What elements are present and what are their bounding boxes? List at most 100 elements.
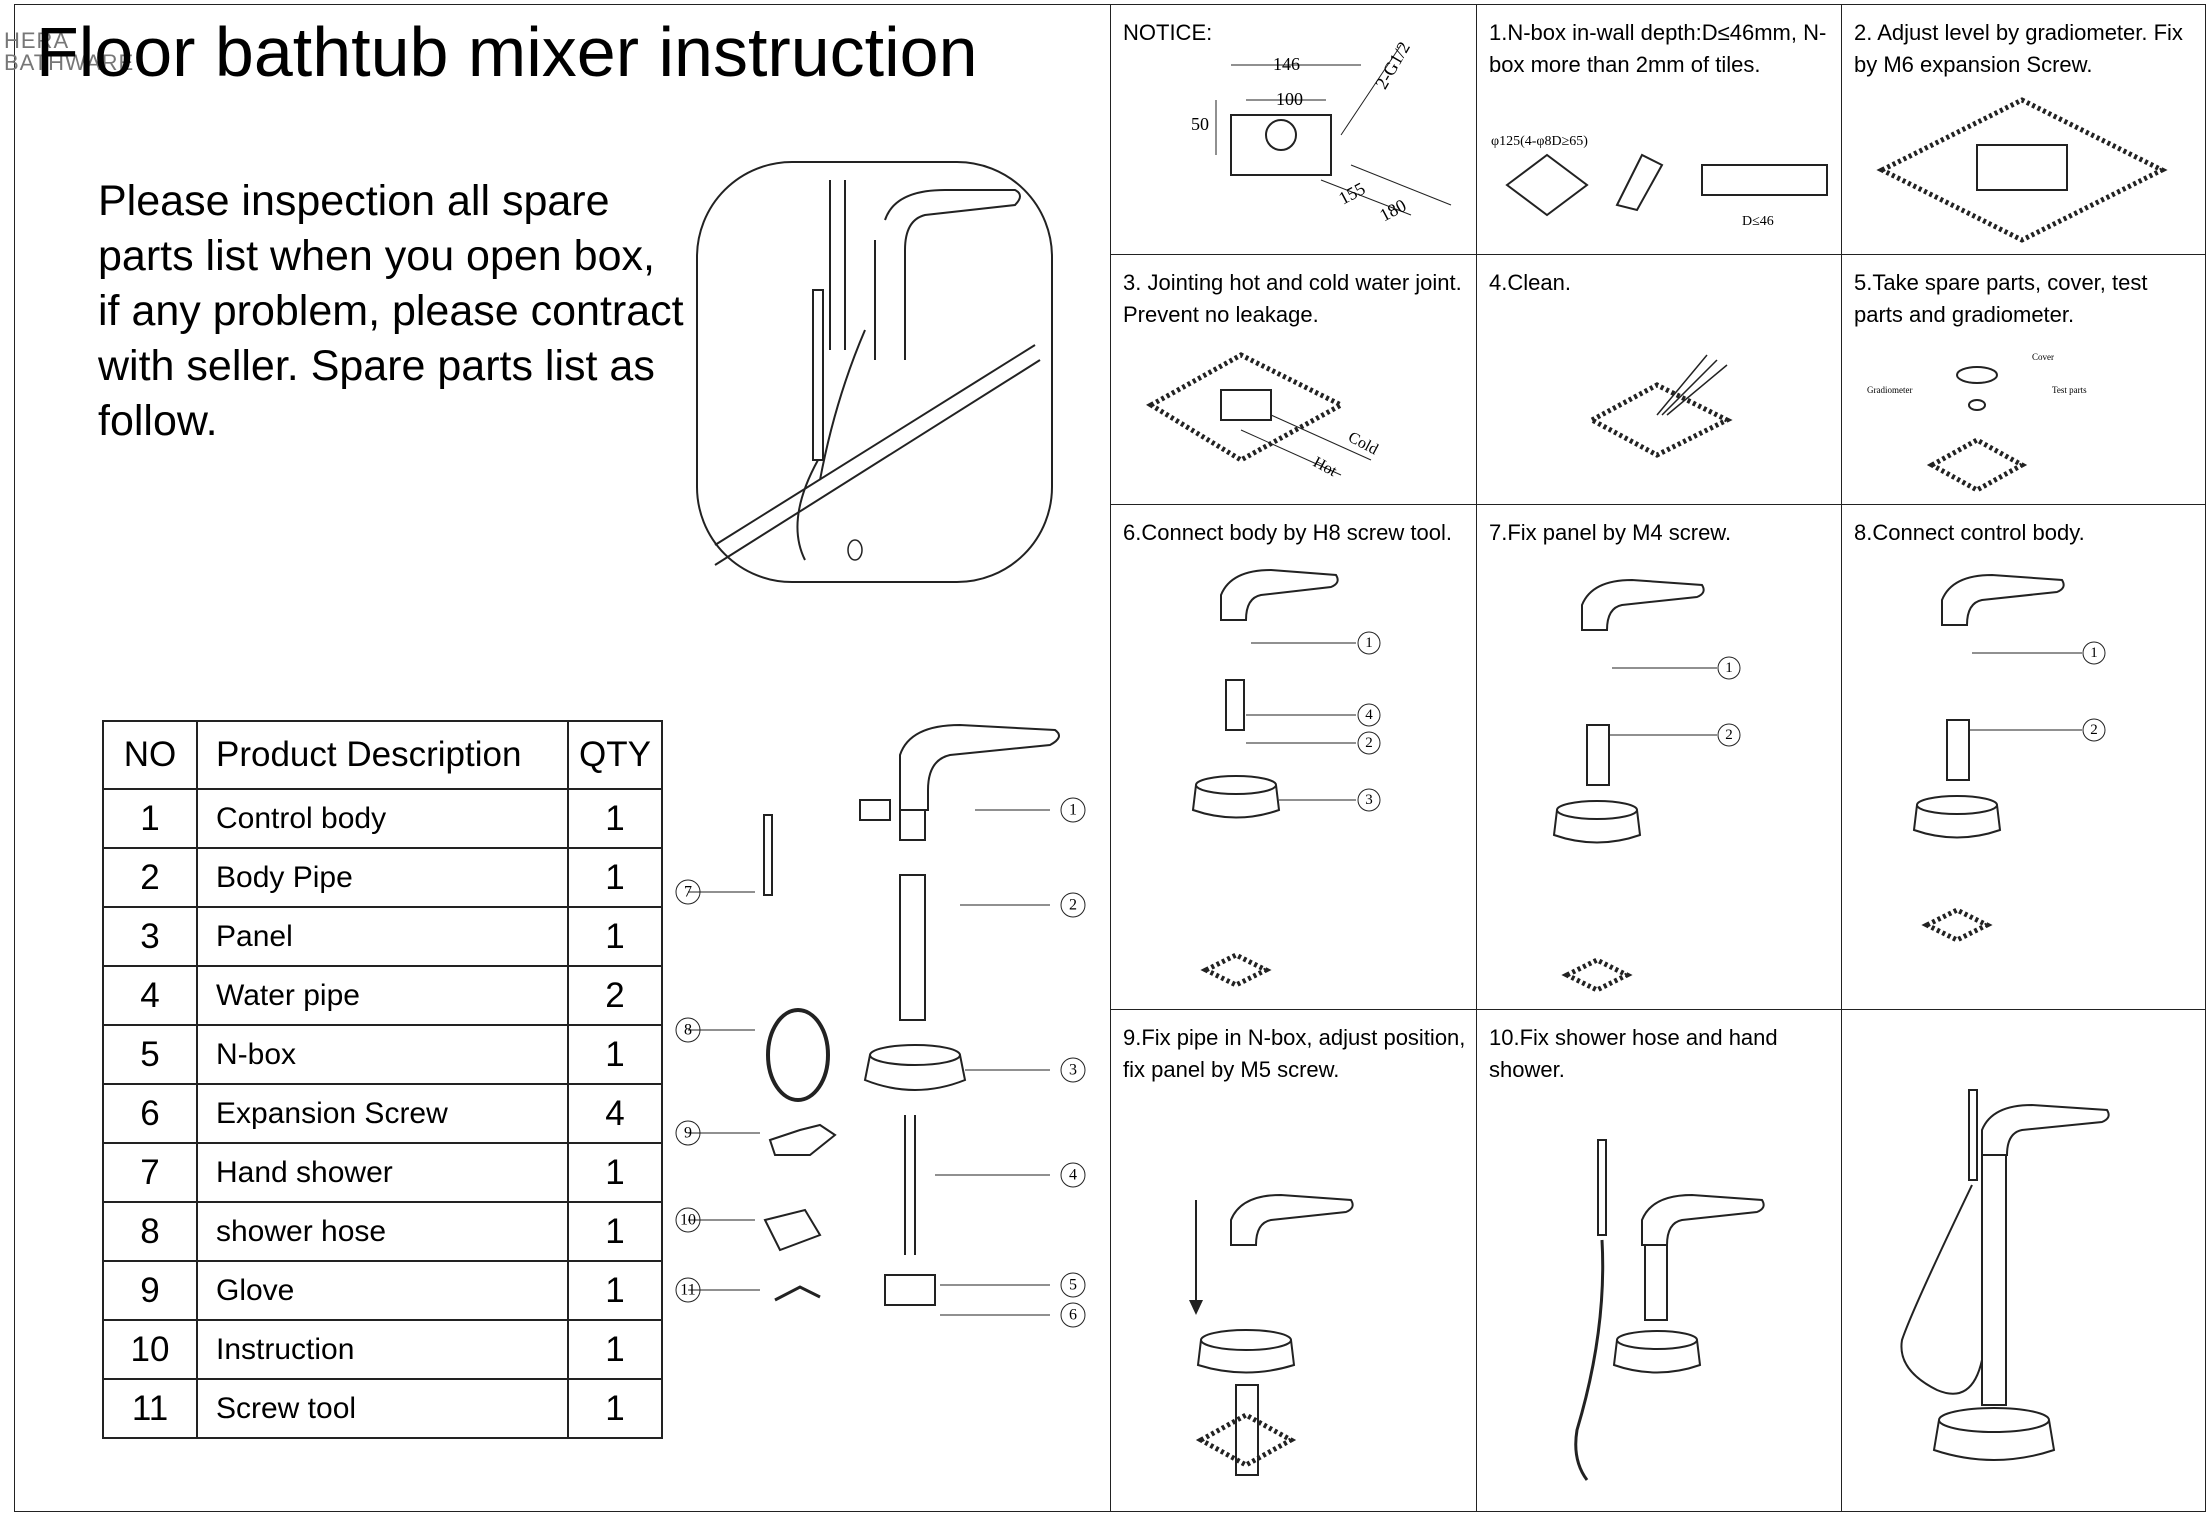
- callout-1: 1: [1069, 802, 1077, 819]
- step-6-callout-2: 2: [1365, 735, 1373, 751]
- intro-text: Please inspection all spare parts list w…: [98, 177, 684, 445]
- callout-9: 9: [684, 1125, 692, 1142]
- row-no: 10: [102, 1319, 198, 1380]
- row-description: Expansion Screw: [196, 1083, 569, 1144]
- step-6-callout-1: 1: [1365, 635, 1373, 651]
- step-9-cell: 9.Fix pipe in N-box, adjust position, fi…: [1110, 1009, 1476, 1512]
- step-5-cell: 5.Take spare parts, cover, test parts an…: [1841, 254, 2206, 504]
- table-header-row: NO Product Description QTY: [102, 720, 663, 790]
- callout-2: 2: [1069, 897, 1077, 914]
- brand-logo: HERA BATHWARE: [4, 30, 134, 74]
- row-no: 9: [102, 1260, 198, 1321]
- row-qty: 1: [567, 1201, 663, 1262]
- step-4-cell: 4.Clean.: [1476, 254, 1841, 504]
- step-9-text: 9.Fix pipe in N-box, adjust position, fi…: [1123, 1025, 1466, 1082]
- row-qty: 1: [567, 788, 663, 849]
- row-qty: 2: [567, 965, 663, 1026]
- step-10-text: 10.Fix shower hose and hand shower.: [1489, 1025, 1778, 1082]
- row-description: Water pipe: [196, 965, 569, 1026]
- final-installed-cell: [1841, 1009, 2206, 1512]
- step-4-text: 4.Clean.: [1489, 270, 1571, 295]
- callout-8: 8: [684, 1022, 692, 1039]
- row-no: 11: [102, 1378, 198, 1439]
- page-title: Floor bathtub mixer instruction: [36, 13, 978, 91]
- header-no: NO: [102, 720, 198, 790]
- row-description: Body Pipe: [196, 847, 569, 908]
- dim-thread: 2-G1/2: [1371, 38, 1414, 92]
- row-qty: 1: [567, 1260, 663, 1321]
- step-8-callout-2: 2: [2090, 722, 2098, 738]
- step-3-cell: 3. Jointing hot and cold water joint. Pr…: [1110, 254, 1476, 504]
- row-qty: 1: [567, 1378, 663, 1439]
- row-no: 4: [102, 965, 198, 1026]
- row-qty: 1: [567, 1024, 663, 1085]
- step-3-drawing: Cold Hot: [1146, 352, 1381, 480]
- step-3-text: 3. Jointing hot and cold water joint. Pr…: [1123, 270, 1462, 327]
- row-qty: 1: [567, 1319, 663, 1380]
- n-box-dimension-drawing: 146 100 50 2-G1/2 155 180: [1191, 38, 1452, 225]
- header-qty: QTY: [567, 720, 663, 790]
- header-description: Product Description: [196, 720, 569, 790]
- row-description: Hand shower: [196, 1142, 569, 1203]
- row-no: 2: [102, 847, 198, 908]
- step-1-cell: 1.N-box in-wall depth:D≤46mm, N-box more…: [1476, 4, 1841, 254]
- step-2-cell: 2. Adjust level by gradiometer. Fix by M…: [1841, 4, 2206, 254]
- step-1-note-b: D≤46: [1742, 214, 1774, 229]
- step-5-text: 5.Take spare parts, cover, test parts an…: [1854, 270, 2148, 327]
- notice-label: NOTICE:: [1123, 20, 1213, 45]
- step-7-text: 7.Fix panel by M4 screw.: [1489, 520, 1732, 545]
- callout-5: 5: [1069, 1277, 1077, 1294]
- step-8-drawing: 1 2: [1912, 573, 2106, 943]
- callout-7: 7: [684, 884, 692, 901]
- callout-3: 3: [1069, 1062, 1077, 1079]
- step-6-text: 6.Connect body by H8 screw tool.: [1123, 520, 1452, 545]
- step-6-callout-3: 3: [1365, 792, 1373, 808]
- dim-155: 155: [1335, 178, 1368, 208]
- callout-4: 4: [1069, 1167, 1077, 1184]
- row-description: Control body: [196, 788, 569, 849]
- row-qty: 1: [567, 1142, 663, 1203]
- dim-180: 180: [1376, 195, 1409, 225]
- row-no: 7: [102, 1142, 198, 1203]
- step-4-drawing: [1586, 354, 1733, 458]
- row-qty: 1: [567, 906, 663, 967]
- row-description: Glove: [196, 1260, 569, 1321]
- step-5-note-gradiometer: Gradiometer: [1867, 385, 1912, 395]
- row-description: shower hose: [196, 1201, 569, 1262]
- step-5-note-test-parts: Test parts: [2052, 385, 2087, 395]
- row-description: Panel: [196, 906, 569, 967]
- row-description: Instruction: [196, 1319, 569, 1380]
- step-6-drawing: 1 4 2 3: [1191, 568, 1381, 988]
- step-6-cell: 6.Connect body by H8 screw tool. 1 4 2 3: [1110, 504, 1476, 1009]
- row-description: Screw tool: [196, 1378, 569, 1439]
- step-7-drawing: 1 2: [1552, 578, 1741, 993]
- step-2-text: 2. Adjust level by gradiometer. Fix by M…: [1854, 20, 2183, 77]
- row-qty: 4: [567, 1083, 663, 1144]
- step-7-cell: 7.Fix panel by M4 screw. 1 2: [1476, 504, 1841, 1009]
- step-8-cell: 8.Connect control body. 1 2: [1841, 504, 2206, 1009]
- step-1-note-a: φ125(4-φ8D≥65): [1491, 134, 1588, 149]
- brand-line2: BATHWARE: [4, 50, 135, 75]
- step-8-text: 8.Connect control body.: [1854, 520, 2085, 545]
- step-3-note-cold: Cold: [1345, 429, 1380, 459]
- dim-50: 50: [1191, 114, 1209, 134]
- row-no: 6: [102, 1083, 198, 1144]
- step-1-text: 1.N-box in-wall depth:D≤46mm, N-box more…: [1489, 20, 1827, 77]
- callout-11: 11: [680, 1282, 695, 1299]
- mixer-overview-illustration: [696, 161, 1053, 583]
- brand-line1: HERA: [4, 28, 70, 53]
- step-5-note-cover: Cover: [2032, 352, 2054, 362]
- dim-146: 146: [1273, 54, 1300, 74]
- step-1-drawing: φ125(4-φ8D≥65) D≤46: [1491, 134, 1828, 229]
